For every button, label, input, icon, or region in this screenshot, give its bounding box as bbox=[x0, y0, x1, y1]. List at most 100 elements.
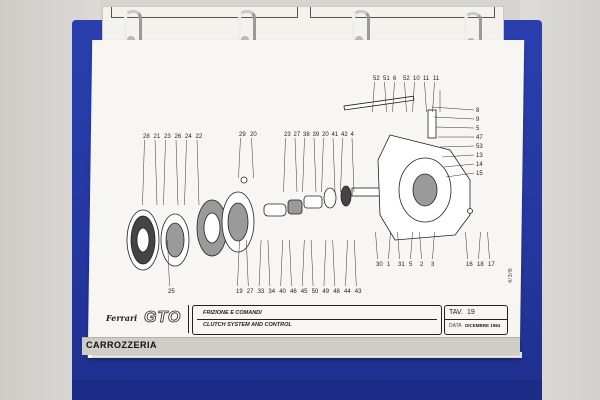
callout-leader bbox=[340, 137, 343, 193]
tav-box: TAV. 19 DATA DICEMBRE 1984 bbox=[444, 305, 508, 335]
callout-number: 30 bbox=[376, 262, 383, 268]
callout-leader bbox=[354, 239, 357, 287]
callout-leader bbox=[443, 163, 475, 168]
callout-number: 14 bbox=[476, 162, 483, 168]
callout-leader bbox=[283, 137, 286, 193]
callout-leader bbox=[246, 239, 249, 287]
callout-number: 22 bbox=[196, 134, 203, 140]
release-bearing bbox=[263, 203, 287, 217]
callout-number: 27 bbox=[294, 132, 301, 138]
back-page-box-left bbox=[111, 7, 298, 18]
callout-number: 52 bbox=[373, 76, 380, 82]
callout-leader bbox=[345, 239, 348, 287]
side-code: 4/3/B bbox=[508, 267, 514, 283]
callout-number: 50 bbox=[312, 289, 319, 295]
callout-leader bbox=[372, 81, 375, 113]
callout-number: 47 bbox=[476, 135, 483, 141]
control-rod bbox=[343, 95, 415, 111]
callout-leader bbox=[142, 139, 145, 206]
callout-leader bbox=[302, 137, 305, 193]
callout-leader bbox=[289, 239, 292, 287]
callout-number: 42 bbox=[341, 132, 348, 138]
callout-leader bbox=[384, 81, 387, 113]
bell-housing-group bbox=[343, 90, 473, 241]
callout-leader bbox=[478, 231, 481, 260]
callout-number: 21 bbox=[154, 134, 161, 140]
callout-number: 44 bbox=[344, 289, 351, 295]
binder-edge bbox=[72, 380, 542, 400]
tav-divider bbox=[445, 319, 507, 320]
bolt-part bbox=[467, 208, 473, 214]
callout-leader bbox=[163, 139, 166, 206]
callout-leader bbox=[313, 137, 317, 193]
tav-label: TAV. bbox=[449, 309, 463, 316]
callout-leader bbox=[388, 231, 391, 260]
callout-number: 3 bbox=[431, 262, 435, 268]
callout-leader bbox=[267, 239, 271, 287]
callout-leader bbox=[154, 139, 158, 206]
callout-number: 8 bbox=[476, 108, 480, 114]
callout-number: 15 bbox=[476, 171, 483, 177]
callout-number: 20 bbox=[250, 132, 257, 138]
callout-number: 52 bbox=[403, 76, 410, 82]
description-divider bbox=[197, 319, 437, 320]
callout-leader bbox=[332, 239, 335, 287]
callout-leader bbox=[412, 81, 415, 113]
clutch-disc-hub bbox=[136, 227, 150, 253]
model-logo: GTO bbox=[144, 309, 182, 327]
callout-leader bbox=[424, 81, 427, 113]
callout-number: 2 bbox=[420, 262, 424, 268]
callout-leader bbox=[175, 139, 179, 206]
callout-number: 34 bbox=[268, 289, 275, 295]
callout-leader bbox=[184, 139, 187, 206]
callout-number: 28 bbox=[143, 134, 150, 140]
callout-leader bbox=[432, 231, 435, 260]
callout-number: 41 bbox=[332, 132, 339, 138]
page-stack-edge bbox=[92, 352, 522, 358]
logo-box: Ferrari GTO bbox=[96, 305, 189, 333]
callout-leader bbox=[445, 172, 475, 178]
callout-number: 10 bbox=[413, 76, 420, 82]
callout-number: 11 bbox=[423, 76, 430, 82]
clutch-disc-group bbox=[126, 209, 190, 271]
title-block: Ferrari GTO FRIZIONE E COMANDI CLUTCH SY… bbox=[92, 305, 510, 335]
section-footer: CARROZZERIA bbox=[82, 337, 520, 355]
callout-number: 51 bbox=[383, 76, 390, 82]
release-bearing-group bbox=[263, 185, 393, 217]
callout-number: 43 bbox=[355, 289, 362, 295]
housing-boss bbox=[412, 173, 438, 207]
callout-leader bbox=[310, 239, 314, 287]
callout-leader bbox=[439, 145, 475, 148]
back-page-box-right bbox=[310, 7, 495, 18]
callout-number: 39 bbox=[313, 132, 320, 138]
date-label: DATA bbox=[449, 323, 462, 329]
callout-number: 20 bbox=[322, 132, 329, 138]
callout-number: 6 bbox=[393, 76, 397, 82]
callout-leader bbox=[435, 126, 475, 129]
callout-leader bbox=[432, 81, 435, 113]
section-label: CARROZZERIA bbox=[86, 340, 157, 350]
description-english: CLUTCH SYSTEM AND CONTROL bbox=[203, 322, 292, 328]
callout-number: 46 bbox=[290, 289, 297, 295]
diaphragm-spring bbox=[227, 202, 249, 242]
pressure-plate-inner bbox=[203, 212, 221, 244]
callout-leader bbox=[332, 137, 336, 193]
release-fork bbox=[303, 195, 323, 209]
callout-number: 33 bbox=[258, 289, 265, 295]
brand-logo: Ferrari bbox=[106, 313, 138, 323]
callout-leader bbox=[487, 231, 490, 260]
callout-number: 5 bbox=[409, 262, 413, 268]
callout-leader bbox=[410, 231, 413, 260]
callout-leader bbox=[237, 239, 240, 287]
callout-number: 19 bbox=[236, 289, 243, 295]
callout-number: 5 bbox=[476, 126, 480, 132]
tav-number: 19 bbox=[467, 309, 475, 316]
callout-number: 53 bbox=[476, 144, 483, 150]
pressure-plate-group bbox=[196, 176, 255, 257]
description-italian: FRIZIONE E COMANDI bbox=[203, 310, 262, 316]
callout-number: 11 bbox=[433, 76, 440, 82]
callout-number: 4 bbox=[351, 132, 355, 138]
callout-leader bbox=[280, 239, 283, 287]
